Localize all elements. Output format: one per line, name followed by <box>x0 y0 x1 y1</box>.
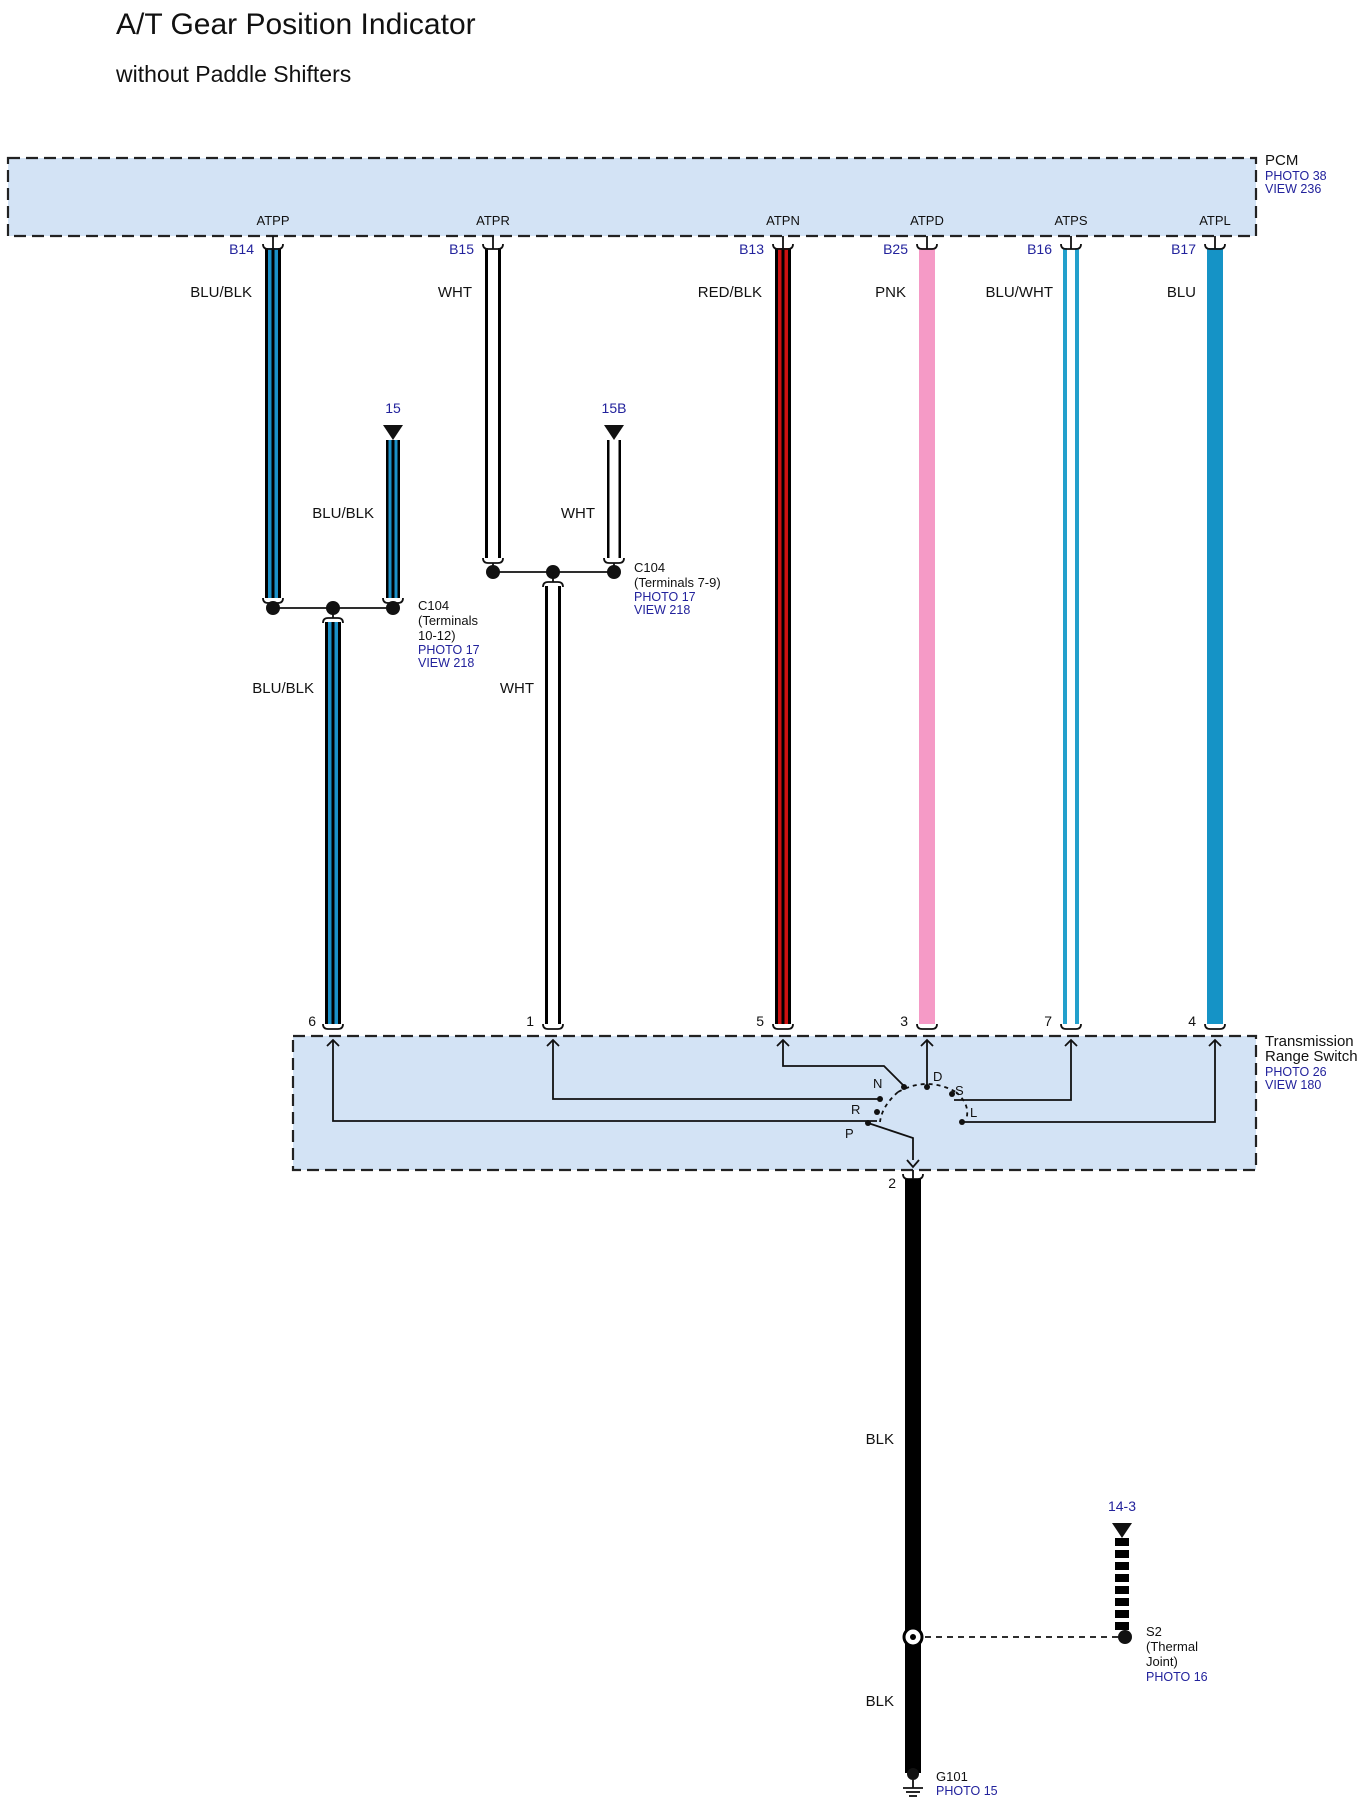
trs-pin-1: 1 <box>526 1013 534 1029</box>
trs-box <box>291 1034 1258 1172</box>
trs-pos-p: P <box>845 1126 854 1141</box>
c104-a-terminals-1: (Terminals <box>418 613 478 628</box>
ref-14-3[interactable]: 14-3 <box>1108 1498 1136 1514</box>
trs-pin-6: 6 <box>308 1013 316 1029</box>
wire-label-branch-blu-blk: BLU/BLK <box>312 505 374 522</box>
trs-label-1: Transmission <box>1265 1033 1354 1050</box>
arrow-down-icon <box>604 425 624 440</box>
ground-icon <box>903 1768 923 1797</box>
wire-label-blk-lower: BLK <box>866 1693 894 1710</box>
pcm-pin-b13: B13 <box>739 241 764 257</box>
c104-a-junction[interactable] <box>262 597 404 624</box>
wire-branch-15-blu-blk[interactable] <box>386 440 400 598</box>
trs-pin-5: 5 <box>756 1013 764 1029</box>
pcm-pin-b16: B16 <box>1027 241 1052 257</box>
ref-15b[interactable]: 15B <box>602 400 627 416</box>
g101-photo-ref[interactable]: PHOTO 15 <box>936 1784 998 1798</box>
c104-a-label: C104 <box>418 598 449 613</box>
s2-desc-1: (Thermal <box>1146 1639 1198 1654</box>
wire-label-blu: BLU <box>1167 284 1196 301</box>
s2-desc-2: Joint) <box>1146 1654 1178 1669</box>
wire-label-wht: WHT <box>438 284 472 301</box>
trs-pin-3: 3 <box>900 1013 908 1029</box>
g101-label: G101 <box>936 1769 968 1784</box>
trs-photo-ref[interactable]: PHOTO 26 <box>1265 1065 1327 1079</box>
wire-label-red-blk: RED/BLK <box>698 284 762 301</box>
pcm-pin-b14: B14 <box>229 241 254 257</box>
c104-a-photo-ref[interactable]: PHOTO 17 <box>418 643 480 657</box>
c104-b-label: C104 <box>634 560 665 575</box>
pcm-signal-atpl: ATPL <box>1199 213 1231 228</box>
trs-connector[interactable] <box>291 1034 1258 1172</box>
trs-pin-2: 2 <box>888 1175 896 1191</box>
pcm-view-ref[interactable]: VIEW 236 <box>1265 182 1321 196</box>
diagram-title: A/T Gear Position Indicator <box>116 8 476 41</box>
c104-b-junction[interactable] <box>482 557 625 588</box>
wire-atps-blu-wht[interactable] <box>1063 248 1079 1024</box>
diagram-subtitle: without Paddle Shifters <box>115 61 351 87</box>
pcm-signal-atpr: ATPR <box>476 213 510 228</box>
arrow-down-icon <box>1112 1523 1132 1538</box>
wire-atpd-pnk[interactable] <box>919 248 935 1024</box>
pcm-signal-atpn: ATPN <box>766 213 800 228</box>
wire-label-wht-lower: WHT <box>500 680 534 697</box>
pcm-photo-ref[interactable]: PHOTO 38 <box>1265 169 1327 183</box>
pcm-signal-atpd: ATPD <box>910 213 944 228</box>
wire-label-branch-wht: WHT <box>561 505 595 522</box>
wire-atpr-wht[interactable] <box>485 248 501 558</box>
c104-b-terminals: (Terminals 7-9) <box>634 575 721 590</box>
wire-atpl-blu[interactable] <box>1207 248 1223 1024</box>
pcm-pin-terminals <box>262 236 1226 250</box>
pcm-connector[interactable]: PCM PHOTO 38 VIEW 236 ATPP ATPR ATPN ATP… <box>6 152 1327 238</box>
c104-a-terminals-2: 10-12) <box>418 628 456 643</box>
trs-pin-4: 4 <box>1188 1013 1196 1029</box>
trs-top-terminals <box>322 1023 1226 1030</box>
pcm-pin-b17: B17 <box>1171 241 1196 257</box>
pcm-signal-atpp: ATPP <box>257 213 290 228</box>
s2-photo-ref[interactable]: PHOTO 16 <box>1146 1670 1208 1684</box>
wire-ground-blk[interactable] <box>905 1179 921 1773</box>
pcm-signal-atps: ATPS <box>1055 213 1088 228</box>
splice-s2[interactable] <box>902 1626 1132 1648</box>
ref-15[interactable]: 15 <box>385 400 401 416</box>
pcm-box <box>6 156 1258 238</box>
wire-label-pnk: PNK <box>875 284 906 301</box>
wire-branch-15b-wht[interactable] <box>607 440 621 558</box>
trs-internal-circuit <box>326 1038 1222 1169</box>
arrow-down-icon <box>383 425 403 440</box>
wire-atpp-blu-blk[interactable] <box>265 248 281 598</box>
c104-b-photo-ref[interactable]: PHOTO 17 <box>634 590 696 604</box>
s2-label: S2 <box>1146 1624 1162 1639</box>
trs-pos-d: D <box>933 1069 942 1084</box>
pcm-label: PCM <box>1265 152 1298 169</box>
wire-wht-to-trs[interactable] <box>545 586 561 1024</box>
trs-view-ref[interactable]: VIEW 180 <box>1265 1078 1321 1092</box>
trs-pos-n: N <box>873 1076 882 1091</box>
wire-label-blu-blk: BLU/BLK <box>190 284 252 301</box>
trs-pos-s: S <box>955 1083 964 1098</box>
wire-label-blu-blk-lower: BLU/BLK <box>252 680 314 697</box>
c104-b-view-ref[interactable]: VIEW 218 <box>634 603 690 617</box>
wire-label-blk-upper: BLK <box>866 1431 894 1448</box>
trs-pos-l: L <box>970 1105 977 1120</box>
trs-label-2: Range Switch <box>1265 1048 1358 1065</box>
pcm-pin-b25: B25 <box>883 241 908 257</box>
trs-pos-r: R <box>851 1102 860 1117</box>
c104-a-view-ref[interactable]: VIEW 218 <box>418 656 474 670</box>
trs-pin-7: 7 <box>1044 1013 1052 1029</box>
wire-blu-blk-to-trs[interactable] <box>325 622 341 1024</box>
pcm-pin-b15: B15 <box>449 241 474 257</box>
wire-label-blu-wht: BLU/WHT <box>986 284 1054 301</box>
wire-atpn-red-blk[interactable] <box>775 248 791 1024</box>
